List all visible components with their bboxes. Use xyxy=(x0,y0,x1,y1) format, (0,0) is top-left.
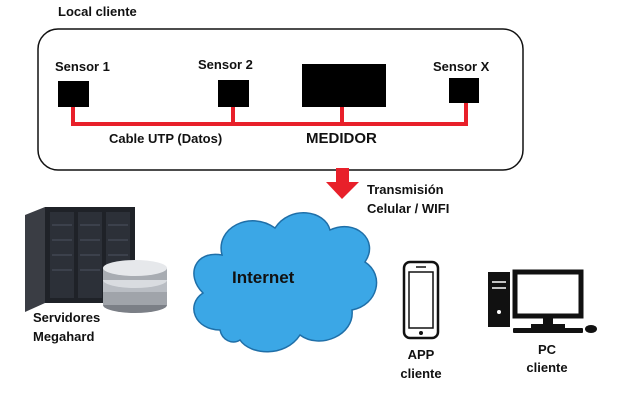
sensor-1-box xyxy=(58,81,89,107)
storage-disk-stack xyxy=(103,260,167,313)
medidor-label: MEDIDOR xyxy=(306,130,377,147)
sensor-2-box xyxy=(218,80,249,107)
servidores-label-line1: Servidores xyxy=(33,310,101,325)
sensor-x-label: Sensor X xyxy=(433,59,490,74)
pc-label-line2: cliente xyxy=(526,360,568,375)
transmision-label-line1: Transmisión xyxy=(367,182,444,197)
medidor-box xyxy=(302,64,386,107)
internet-label: Internet xyxy=(232,268,295,287)
desktop-computer-icon xyxy=(488,269,597,333)
internet-cloud-icon xyxy=(193,212,378,353)
transmision-label-line2: Celular / WIFI xyxy=(367,201,450,216)
transmission-arrow xyxy=(326,168,359,199)
smartphone-icon xyxy=(402,260,440,340)
sensor-x-box xyxy=(449,78,479,103)
local-cliente-box xyxy=(37,28,524,171)
server-rack-icon xyxy=(25,207,167,313)
app-label-line1: APP xyxy=(407,347,435,362)
servidores-label-line2: Megahard xyxy=(33,329,95,344)
utp-cable-bus xyxy=(71,101,468,126)
local-cliente-title: Local cliente xyxy=(58,4,137,19)
cable-utp-label: Cable UTP (Datos) xyxy=(109,131,223,146)
app-label-line2: cliente xyxy=(400,366,442,381)
pc-label-line1: PC xyxy=(537,342,557,357)
sensor-1-label: Sensor 1 xyxy=(55,59,110,74)
sensor-2-label: Sensor 2 xyxy=(198,57,253,72)
